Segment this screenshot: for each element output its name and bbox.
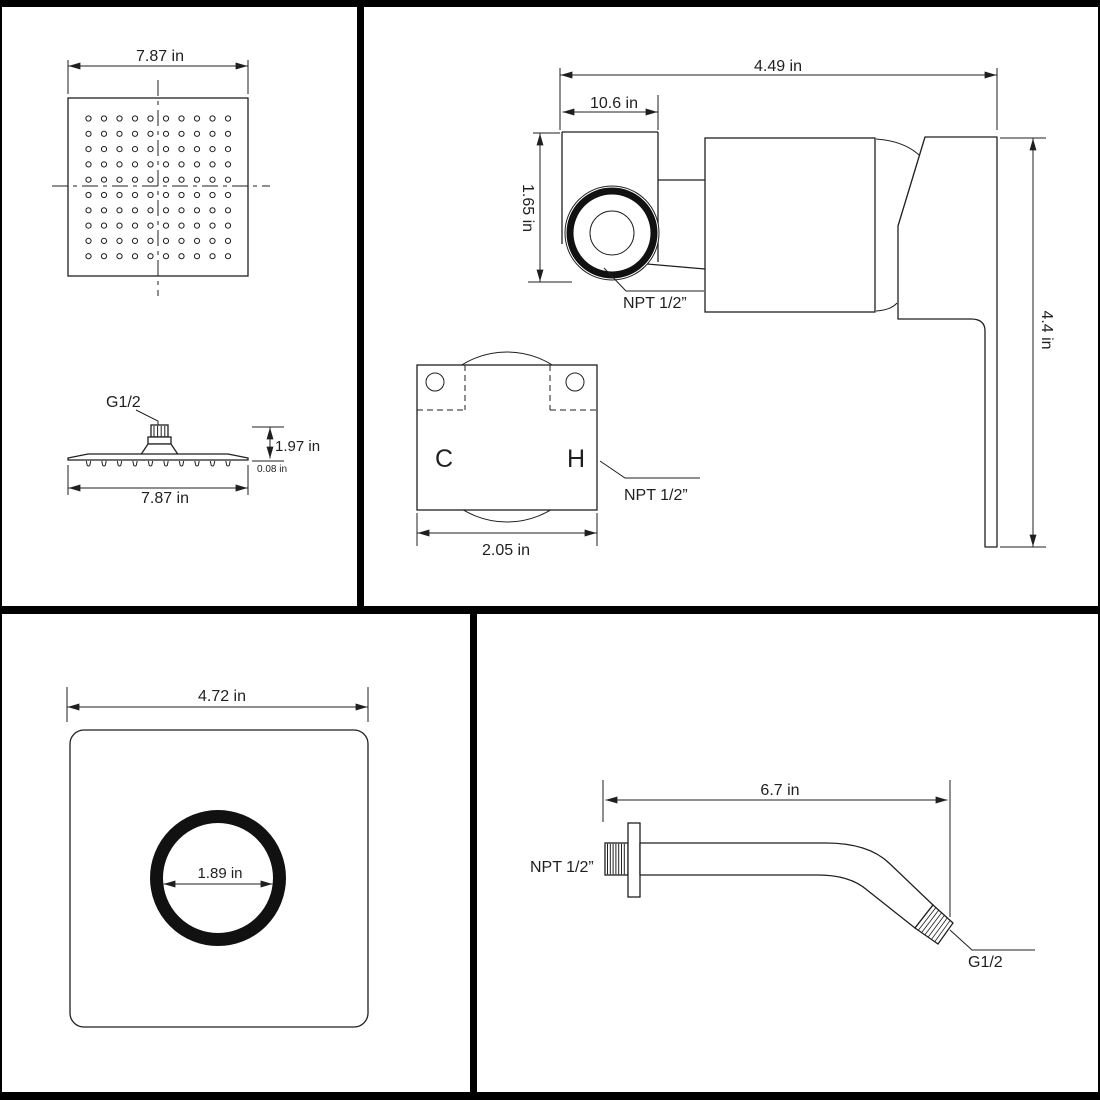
nozzle-dot-grid <box>85 115 232 260</box>
border-right <box>1098 0 1100 1100</box>
inlet-port-outer <box>564 185 660 281</box>
divider-vertical-top <box>357 0 364 610</box>
valve-cap-arc-top <box>875 138 920 156</box>
nozzle-row <box>85 460 231 467</box>
dim-valve-inlet-height: 1.65 in <box>519 184 536 232</box>
divider-horizontal <box>0 606 1100 614</box>
showerhead-side-view: G1/2 1.97 in 0.08 in 7.87 in <box>67 394 320 507</box>
label-plate-thread: NPT 1/2” <box>624 487 688 504</box>
dim-head-width-bottom: 7.87 in <box>141 490 189 507</box>
dim-valve-total-width: 4.49 in <box>754 58 802 75</box>
dim-hole-diameter: 1.89 in <box>197 865 242 882</box>
border-top <box>0 0 1100 7</box>
valve-side-view: 4.49 in 10.6 in 1.65 in 4.4 in NPT 1/2” <box>519 58 1055 548</box>
divider-vertical-bottom <box>470 606 477 1100</box>
label-head-connector: G1/2 <box>106 394 141 411</box>
valve-back-view: C H NPT 1/2” 2.05 in <box>416 351 700 559</box>
escutcheon-ring <box>150 810 286 946</box>
arm-wall-thread-hatch <box>607 843 625 875</box>
inlet-port-ring <box>566 187 658 279</box>
arm-outlet-thread <box>914 904 954 945</box>
showerhead-plate-profile <box>67 453 249 461</box>
showerhead-face <box>67 97 249 277</box>
showerhead-top-view: 7.87 in <box>52 48 270 296</box>
dim-head-height: 1.97 in <box>275 438 320 455</box>
border-left <box>0 0 2 1100</box>
shower-arm-view: 6.7 in NPT 1/2” G1/2 <box>530 780 1035 971</box>
label-valve-inlet-thread: NPT 1/2” <box>623 295 687 312</box>
escutcheon-view: 4.72 in 1.89 in <box>66 687 369 1028</box>
escutcheon-plate <box>69 729 369 1028</box>
dim-plate-width: 2.05 in <box>482 542 530 559</box>
connector-thread-lines <box>153 426 166 437</box>
dim-arm-length: 6.7 in <box>760 782 799 799</box>
dim-valve-handle-height: 4.4 in <box>1038 310 1055 349</box>
screw-hole-right <box>565 372 585 392</box>
label-arm-wall-thread: NPT 1/2” <box>530 859 594 876</box>
arm-tube <box>639 842 934 929</box>
dim-head-width-top: 7.87 in <box>136 48 184 65</box>
label-arm-outlet-thread: G1/2 <box>968 954 1003 971</box>
screw-hole-left <box>425 372 445 392</box>
label-hot-port: H <box>567 445 585 473</box>
border-bottom <box>0 1092 1100 1100</box>
valve-handle <box>897 136 998 548</box>
dim-escutcheon-width: 4.72 in <box>198 688 246 705</box>
mounting-plate <box>416 364 598 511</box>
arm-flange <box>627 822 641 898</box>
valve-cap-arc-bottom <box>875 302 898 312</box>
connector-nut <box>147 436 172 445</box>
dim-head-thickness: 0.08 in <box>257 464 287 475</box>
dim-valve-inlet-width: 10.6 in <box>590 95 638 112</box>
valve-body <box>704 137 876 313</box>
inlet-port-bore <box>589 210 635 256</box>
arm-outlet-thread-hatch <box>917 907 951 942</box>
label-cold-port: C <box>435 445 453 473</box>
